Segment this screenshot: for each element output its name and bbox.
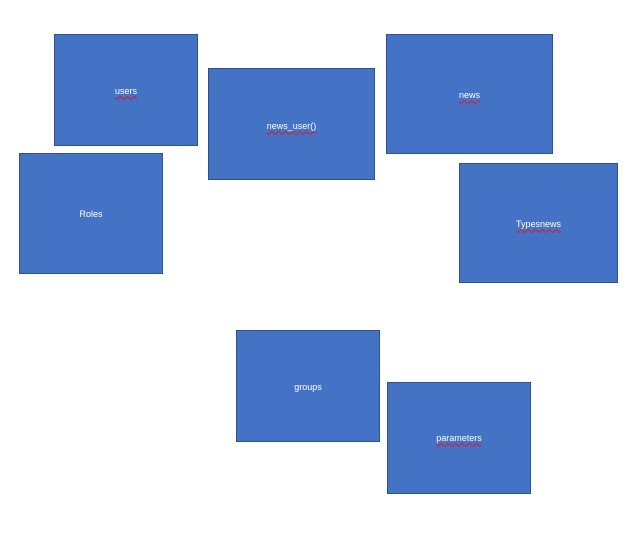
entity-box-users[interactable]: users (54, 34, 198, 146)
entity-label-news: news (458, 89, 480, 100)
entity-label-roles: Roles (79, 209, 103, 219)
entity-box-parameters[interactable]: parameters (387, 382, 531, 494)
entity-box-news-user[interactable]: news_user() (208, 68, 375, 180)
entity-box-groups[interactable]: groups (236, 330, 380, 442)
entity-box-typesnews[interactable]: Typesnews (459, 163, 618, 283)
entity-label-users: users (114, 85, 137, 96)
entity-box-roles[interactable]: Roles (19, 153, 163, 274)
entity-label-groups: groups (294, 381, 322, 392)
entity-label-parameters: parameters (436, 432, 482, 443)
entity-box-news[interactable]: news (386, 34, 553, 154)
entity-label-typesnews: Typesnews (515, 218, 562, 229)
entity-label-news-user: news_user() (266, 120, 317, 131)
